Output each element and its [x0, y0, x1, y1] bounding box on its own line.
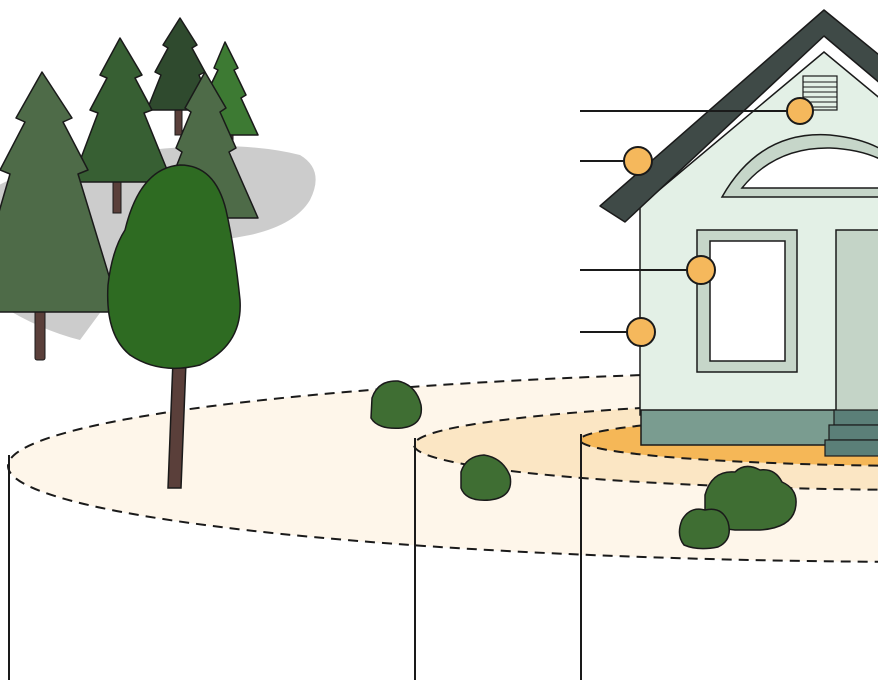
- circle-marker-icon: [786, 97, 814, 125]
- zone-leaders: [8, 434, 582, 680]
- vent-icon: [802, 75, 838, 111]
- shrub-icon: [704, 465, 797, 531]
- circle-marker-icon: [626, 317, 656, 347]
- conifer-tree-icon: [71, 37, 173, 214]
- callout-roof-vent: [580, 97, 814, 125]
- circle-marker-icon: [623, 146, 653, 176]
- deciduous-tree-icon: [106, 164, 241, 489]
- shrub-icon: [370, 380, 423, 430]
- circle-marker-icon: [686, 255, 716, 285]
- shrub-icon: [678, 508, 730, 550]
- house-icon: [599, 9, 878, 457]
- house-door: [835, 229, 878, 413]
- callout-roof-edge: [580, 146, 653, 176]
- house-roof: [599, 9, 878, 223]
- house-window-glass: [709, 240, 786, 362]
- house-steps: [824, 409, 878, 457]
- conifer-tree-icon: [0, 71, 121, 361]
- callout-siding: [580, 317, 656, 347]
- callout-window: [580, 255, 716, 285]
- shrub-icon: [460, 454, 512, 501]
